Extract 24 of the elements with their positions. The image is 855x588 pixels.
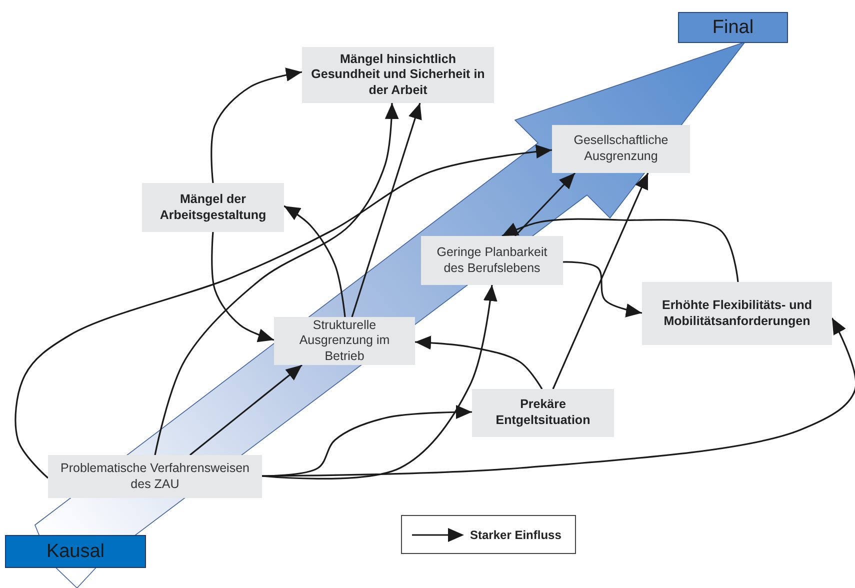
arrow	[14, 144, 552, 479]
factor-box: Prekäre Entgeltsituation	[472, 389, 614, 437]
label-box: Final	[678, 12, 788, 43]
factor-box: Gesellschaftliche Ausgrenzung	[552, 125, 690, 173]
arrow	[190, 364, 302, 456]
factor-box: Strukturelle Ausgrenzung im Betrieb	[274, 317, 415, 365]
arrow	[211, 232, 274, 342]
factor-box: Mängel der Arbeitsgestaltung	[142, 183, 284, 232]
factor-box: Geringe Planbarkeit des Berufslebens	[421, 236, 563, 285]
arrow	[502, 218, 739, 282]
arrow	[210, 68, 302, 184]
arrow	[514, 172, 576, 237]
factor-box: Mängel hinsichtlich Gesundheit und Sicherheit in der Arbeit	[302, 47, 494, 103]
arrow	[414, 336, 543, 390]
arrow	[262, 318, 855, 477]
arrow	[154, 102, 399, 456]
arrow	[351, 102, 422, 318]
arrow	[552, 172, 649, 390]
legend-text: Starker Einfluss	[470, 528, 562, 542]
arrow	[284, 205, 346, 318]
factor-box: Erhöhte Flexibilitäts- und Mobilitätsanforderungen	[642, 282, 832, 345]
arrow	[563, 261, 642, 318]
label-box: Kausal	[5, 535, 146, 568]
factor-box: Problematische Verfahrensweisen des ZAU	[48, 455, 262, 498]
